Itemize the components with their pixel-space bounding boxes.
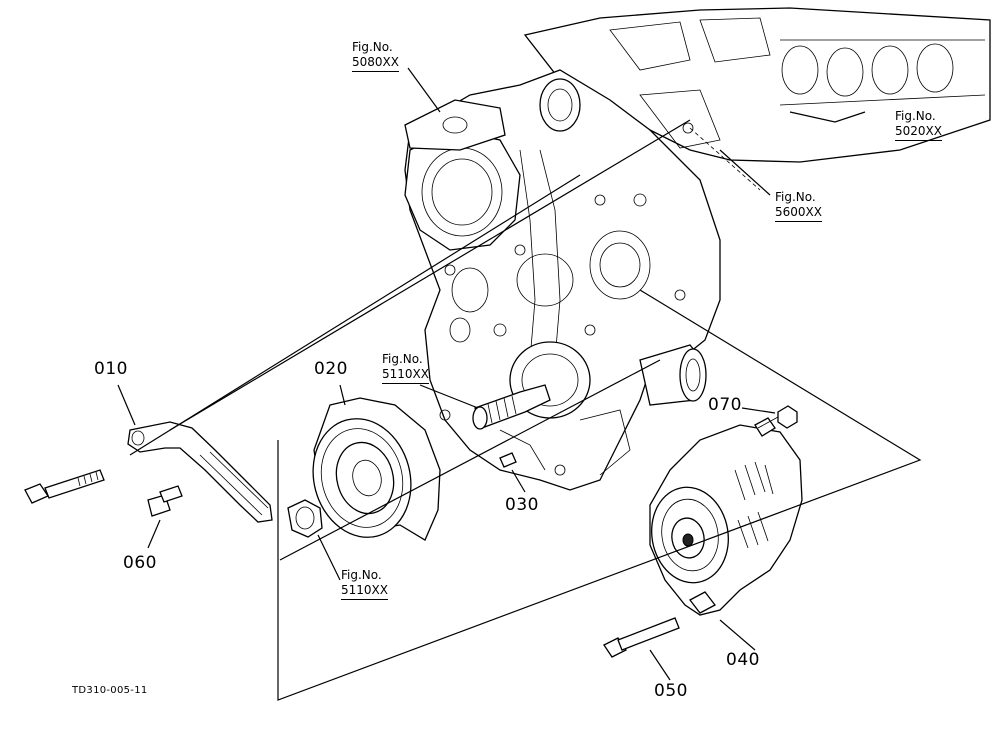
fig-ref-code: 5080XX	[352, 55, 399, 72]
alternator-bracket-010	[127, 421, 273, 523]
nut-070	[757, 405, 798, 429]
callout-040: 040	[726, 650, 760, 670]
alternator-040	[649, 417, 803, 616]
gear-case-assembly	[404, 7, 991, 491]
fig-ref-5600: Fig.No. 5600XX	[775, 190, 822, 222]
crankshaft-nose	[472, 384, 551, 430]
callout-030: 030	[505, 495, 539, 515]
callout-050: 050	[654, 681, 688, 701]
fig-ref-5080: Fig.No. 5080XX	[352, 40, 399, 72]
fig-ref-prefix: Fig.No.	[352, 40, 393, 54]
fig-ref-5020: Fig.No. 5020XX	[895, 109, 942, 141]
bolt-050	[603, 617, 680, 658]
callout-070: 070	[708, 395, 742, 415]
callout-020: 020	[314, 359, 348, 379]
fig-ref-code: 5110XX	[382, 367, 429, 384]
bolt-060	[147, 485, 183, 517]
fig-ref-prefix: Fig.No.	[382, 352, 423, 366]
fig-ref-prefix: Fig.No.	[895, 109, 936, 123]
assembly-lines	[117, 67, 922, 701]
callout-060: 060	[123, 553, 157, 573]
crank-nut	[287, 499, 323, 538]
fig-ref-code: 5600XX	[775, 205, 822, 222]
fig-ref-code: 5110XX	[341, 583, 388, 600]
drawing-code: TD310-005-11	[72, 685, 148, 696]
pulley-020	[312, 397, 441, 541]
callout-010: 010	[94, 359, 128, 379]
bracket-bolt	[24, 469, 105, 504]
fig-ref-5110-upper: Fig.No. 5110XX	[382, 352, 429, 384]
fig-ref-5110-lower: Fig.No. 5110XX	[341, 568, 388, 600]
fig-ref-prefix: Fig.No.	[775, 190, 816, 204]
fig-ref-prefix: Fig.No.	[341, 568, 382, 582]
key-030	[499, 452, 517, 468]
fig-ref-code: 5020XX	[895, 124, 942, 141]
